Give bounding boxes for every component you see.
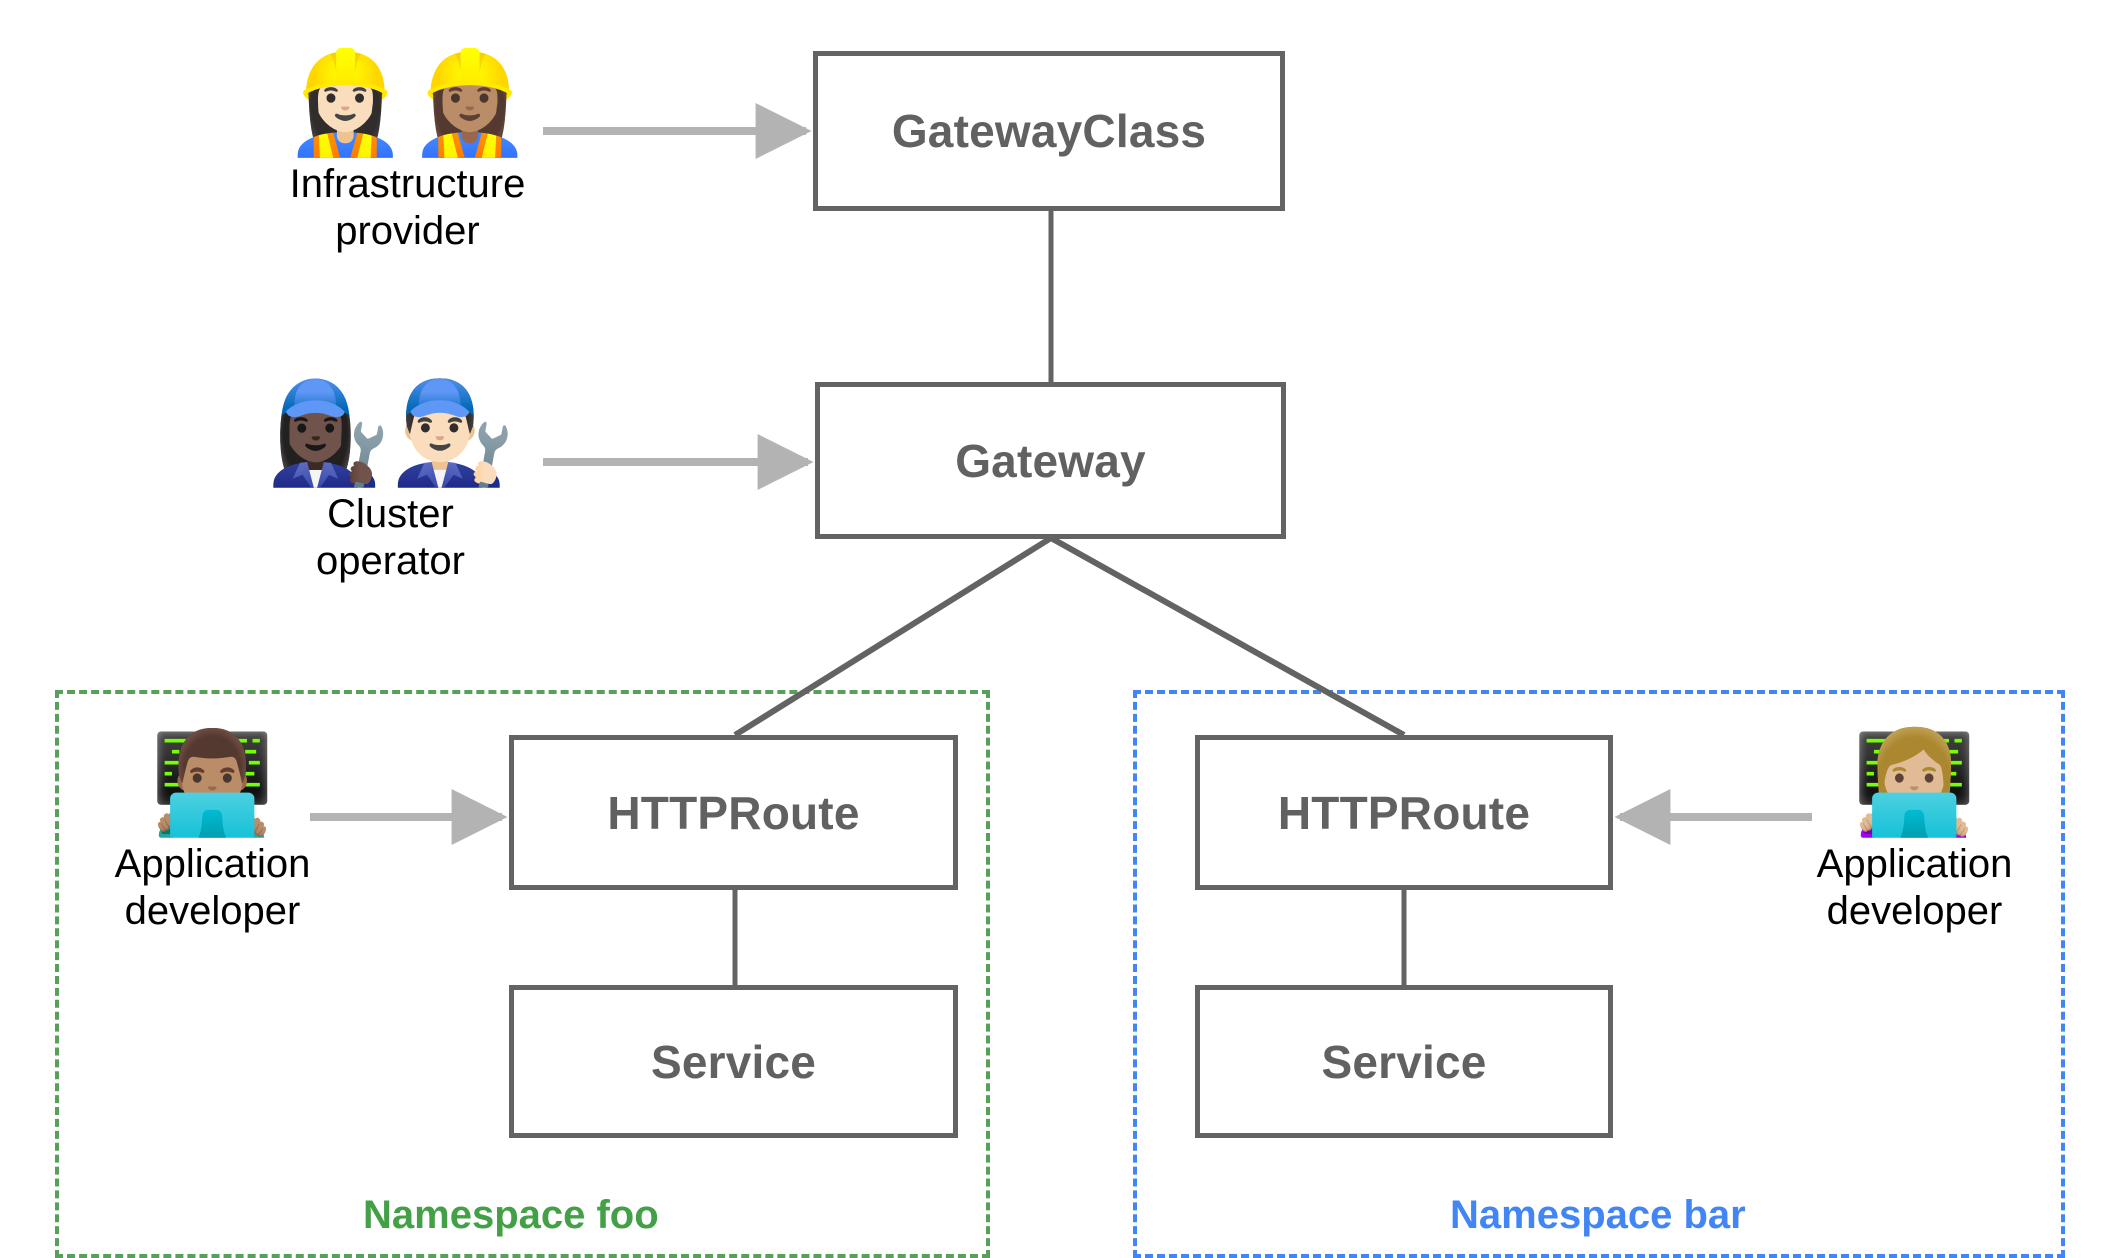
node-gateway[interactable]: Gateway bbox=[815, 382, 1286, 539]
woman-mechanic-dark-skin-icon: 👩🏿‍🔧 bbox=[265, 374, 391, 491]
app-developer-foo-emoji-row: 👨🏽‍💻 bbox=[150, 730, 275, 835]
woman-construction-worker-medium-skin-icon: 👷🏽‍♀️ bbox=[407, 44, 533, 161]
man-mechanic-light-skin-icon: 👨🏻‍🔧 bbox=[390, 374, 516, 491]
persona-app-developer-foo: 👨🏽‍💻 Application developer bbox=[100, 730, 325, 935]
woman-technologist-light-skin-icon: 👩🏼‍💻 bbox=[1852, 724, 1977, 841]
app-developer-bar-emoji-row: 👩🏼‍💻 bbox=[1852, 730, 1977, 835]
node-httproute-bar[interactable]: HTTPRoute bbox=[1195, 735, 1613, 890]
node-gateway-label: Gateway bbox=[955, 434, 1146, 487]
cluster-operator-label: Cluster operator bbox=[316, 492, 465, 584]
namespace-bar-label: Namespace bar bbox=[1450, 1193, 1746, 1237]
infrastructure-provider-emoji-row: 👷🏻‍♀️ 👷🏽‍♀️ bbox=[283, 50, 532, 155]
woman-construction-worker-light-skin-icon: 👷🏻‍♀️ bbox=[282, 44, 408, 161]
node-gatewayclass-label: GatewayClass bbox=[891, 105, 1207, 157]
man-technologist-medium-skin-icon: 👨🏽‍💻 bbox=[150, 724, 275, 841]
node-service-bar[interactable]: Service bbox=[1195, 985, 1613, 1138]
node-service-bar-label: Service bbox=[1321, 1035, 1487, 1088]
app-developer-bar-label: Application developer bbox=[1816, 842, 2013, 934]
node-gatewayclass[interactable]: GatewayClass bbox=[813, 51, 1285, 211]
namespace-bar-container bbox=[1133, 690, 2065, 1258]
app-developer-foo-label: Application developer bbox=[114, 842, 311, 934]
namespace-foo-container bbox=[55, 690, 990, 1258]
node-httproute-bar-label: HTTPRoute bbox=[1277, 786, 1531, 839]
node-service-foo-label: Service bbox=[650, 1035, 817, 1088]
node-service-foo[interactable]: Service bbox=[509, 985, 958, 1138]
persona-app-developer-bar: 👩🏼‍💻 Application developer bbox=[1802, 730, 2027, 935]
node-httproute-foo-label: HTTPRoute bbox=[607, 786, 860, 839]
persona-cluster-operator: 👩🏿‍🔧 👨🏻‍🔧 Cluster operator bbox=[248, 380, 533, 585]
cluster-operator-emoji-row: 👩🏿‍🔧 👨🏻‍🔧 bbox=[266, 380, 515, 485]
node-httproute-foo[interactable]: HTTPRoute bbox=[509, 735, 958, 890]
namespace-foo-label: Namespace foo bbox=[363, 1193, 659, 1237]
persona-infrastructure-provider: 👷🏻‍♀️ 👷🏽‍♀️ Infrastructure provider bbox=[265, 50, 550, 255]
infrastructure-provider-label: Infrastructure provider bbox=[289, 162, 526, 254]
